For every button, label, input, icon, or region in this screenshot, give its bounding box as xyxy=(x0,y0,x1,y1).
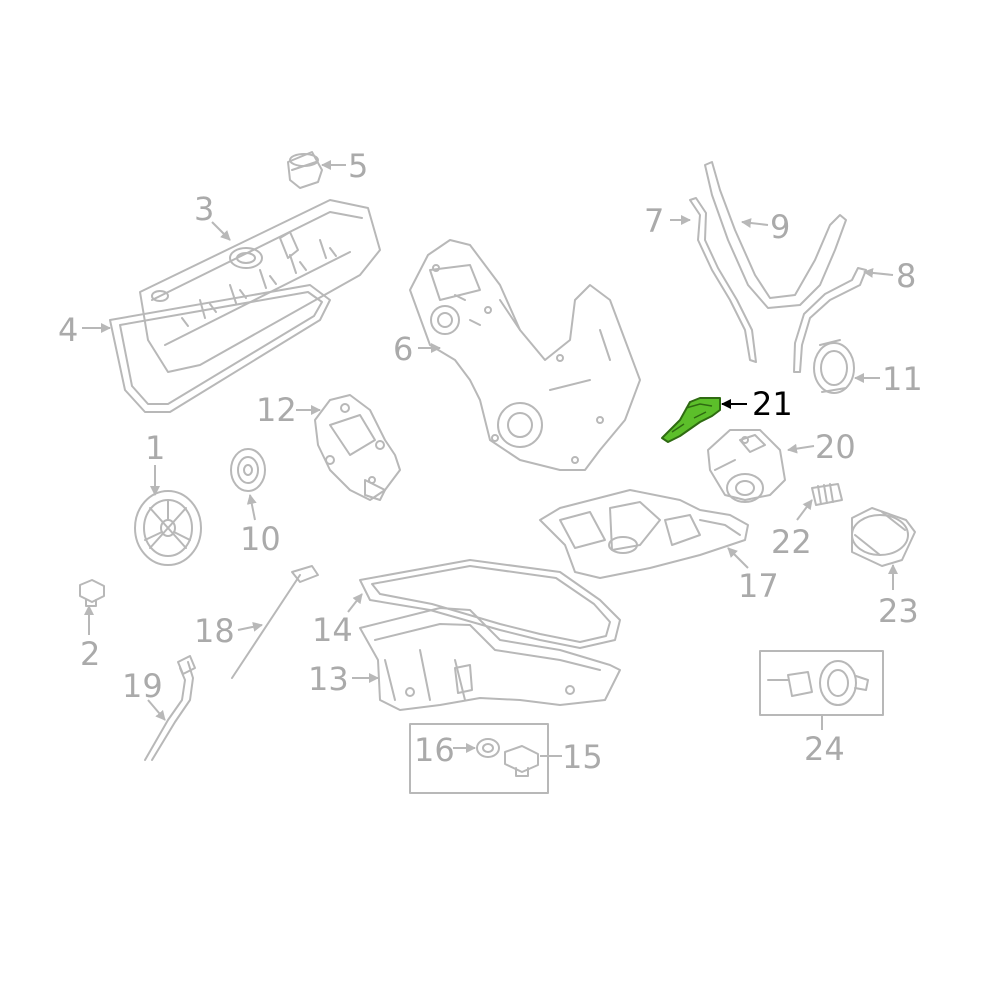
callout-12[interactable]: 12 xyxy=(256,391,297,429)
part-seal-10[interactable] xyxy=(230,448,266,492)
callout-10[interactable]: 10 xyxy=(240,520,281,558)
part-stud-22[interactable] xyxy=(811,483,843,506)
callout-20[interactable]: 20 xyxy=(815,428,856,466)
callout-11[interactable]: 11 xyxy=(882,360,923,398)
callout-19[interactable]: 19 xyxy=(122,667,163,705)
callout-9[interactable]: 9 xyxy=(770,208,790,246)
part-bolt-2[interactable] xyxy=(79,579,105,607)
part-tensioner[interactable] xyxy=(707,429,786,503)
callout-18[interactable]: 18 xyxy=(194,612,235,650)
part-gasket-7[interactable] xyxy=(689,197,757,363)
callout-17[interactable]: 17 xyxy=(738,567,779,605)
callout-8[interactable]: 8 xyxy=(896,257,916,295)
part-valve-cover-gasket[interactable] xyxy=(109,284,331,413)
part-timing-cover[interactable] xyxy=(409,239,641,471)
callout-6[interactable]: 6 xyxy=(393,330,413,368)
inset-box-24 xyxy=(759,650,884,716)
callout-3[interactable]: 3 xyxy=(194,190,214,228)
callout-24[interactable]: 24 xyxy=(804,730,845,768)
callout-13[interactable]: 13 xyxy=(308,660,349,698)
part-crankshaft-pulley[interactable] xyxy=(134,490,202,566)
callout-labels: 1 2 3 4 5 6 7 8 9 10 11 12 13 14 15 16 1… xyxy=(58,147,923,776)
part-valve-cover[interactable] xyxy=(139,199,381,373)
part-dipstick[interactable] xyxy=(231,565,319,679)
callout-22[interactable]: 22 xyxy=(771,523,812,561)
callout-14[interactable]: 14 xyxy=(312,611,353,649)
part-front-seal[interactable] xyxy=(813,339,855,394)
callout-15[interactable]: 15 xyxy=(562,738,603,776)
callout-4[interactable]: 4 xyxy=(58,311,78,349)
part-gasket-8[interactable] xyxy=(793,267,867,373)
callout-7[interactable]: 7 xyxy=(644,202,664,240)
part-oil-pan-gasket[interactable] xyxy=(359,559,621,649)
part-water-pump[interactable] xyxy=(314,394,401,501)
callout-21[interactable]: 21 xyxy=(752,385,793,423)
callout-23[interactable]: 23 xyxy=(878,592,919,630)
callout-2[interactable]: 2 xyxy=(80,635,100,673)
part-oil-filler-cap[interactable] xyxy=(287,151,323,189)
part-oil-pan[interactable] xyxy=(359,607,621,711)
callout-1[interactable]: 1 xyxy=(145,429,165,467)
part-21-highlighted[interactable] xyxy=(661,397,721,443)
part-windage-tray[interactable] xyxy=(539,489,749,579)
part-gasket-9[interactable] xyxy=(704,161,847,309)
callout-5[interactable]: 5 xyxy=(348,147,368,185)
inset-box-15-16 xyxy=(409,723,549,794)
leader-lines xyxy=(82,160,898,757)
part-dipstick-tube[interactable] xyxy=(144,655,196,761)
part-oil-filter[interactable] xyxy=(851,507,916,567)
callout-16[interactable]: 16 xyxy=(414,731,455,769)
